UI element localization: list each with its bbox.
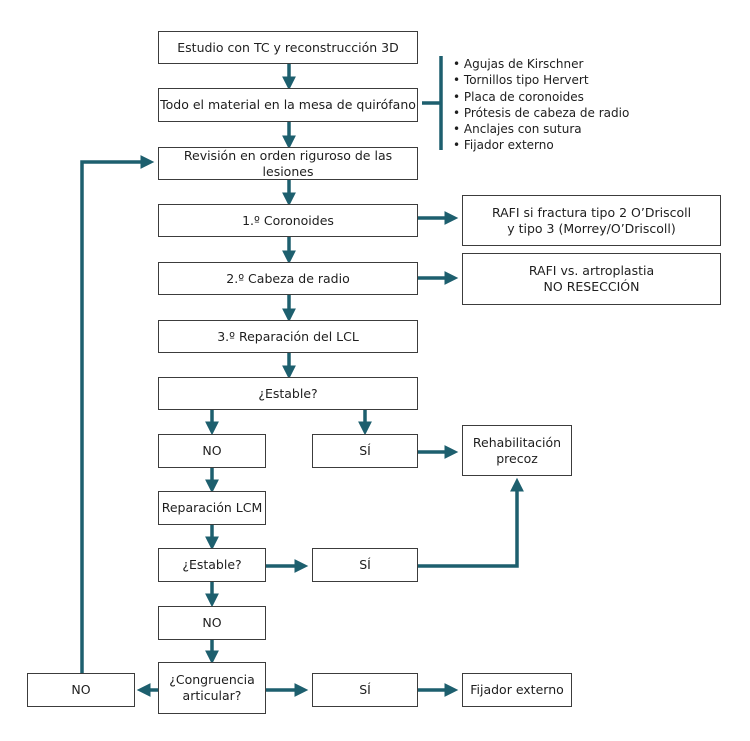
si-box: SÍ	[312, 434, 418, 468]
rehab-box: Rehabilitación precoz	[462, 425, 572, 476]
coronoides-box: 1.º Coronoides	[158, 204, 418, 237]
estable2-box: ¿Estable?	[158, 548, 266, 582]
no-box: NO	[158, 434, 266, 468]
lcm-box: Reparación LCM	[158, 491, 266, 525]
si3-box: SÍ	[312, 673, 418, 707]
congruencia-box: ¿Congruencia articular?	[158, 662, 266, 714]
materials-list-item: Fijador externo	[453, 137, 629, 153]
materials-list-item: Placa de coronoides	[453, 89, 629, 105]
lcl-box: 3.º Reparación del LCL	[158, 320, 418, 353]
materials-list-item: Tornillos tipo Hervert	[453, 72, 629, 88]
materials-list-item: Prótesis de cabeza de radio	[453, 105, 629, 121]
arrow-si2-to-rehab	[418, 477, 524, 568]
si2-box: SÍ	[312, 548, 418, 582]
materials-list: Agujas de Kirschner Tornillos tipo Herve…	[453, 56, 629, 154]
materials-list-item: Agujas de Kirschner	[453, 56, 629, 72]
estable-box: ¿Estable?	[158, 377, 418, 410]
revision-box: Revisión en orden riguroso de las lesion…	[158, 147, 418, 180]
fijador-box: Fijador externo	[462, 673, 572, 707]
no-left-box: NO	[27, 673, 135, 707]
materials-list-item: Anclajes con sutura	[453, 121, 629, 137]
cabeza-box: 2.º Cabeza de radio	[158, 262, 418, 295]
tc-box: Estudio con TC y reconstrucción 3D	[158, 31, 418, 64]
rafi-coronoides-box: RAFI si fractura tipo 2 O’Driscoll y tip…	[462, 195, 721, 246]
arrow-loop-back-to-revision	[80, 155, 155, 673]
material-box: Todo el material en la mesa de quirófano	[158, 88, 418, 122]
rafi-cabeza-box: RAFI vs. artroplastia NO RESECCIÓN	[462, 253, 721, 305]
no2-box: NO	[158, 606, 266, 640]
